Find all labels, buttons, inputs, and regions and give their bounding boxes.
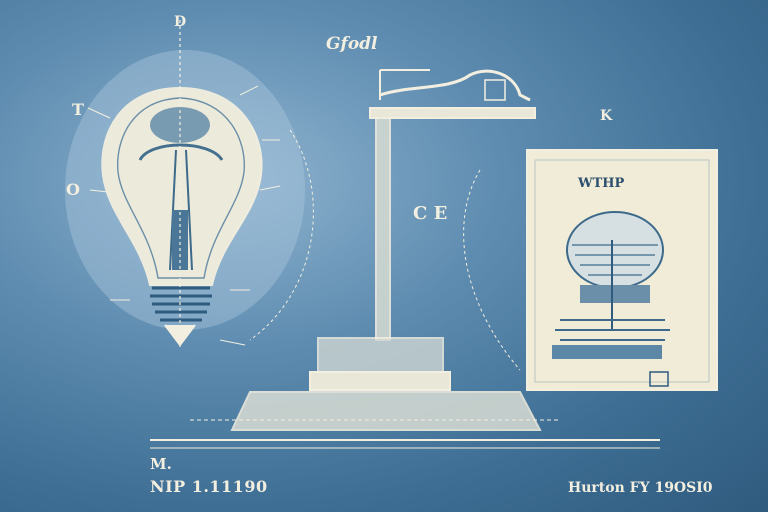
label-t: T xyxy=(72,100,84,119)
lightbulb-drawing xyxy=(101,20,263,350)
label-o: O xyxy=(66,180,80,199)
document-sheet xyxy=(526,149,718,391)
drawing-title: Gfodl xyxy=(326,34,378,54)
leader-lines xyxy=(87,85,521,371)
patent-number-right: Hurton FY 19OSI0 xyxy=(568,480,713,496)
label-ce: C E xyxy=(413,203,448,224)
lamp-stand-drawing xyxy=(150,69,660,449)
patent-number-left: NIP 1.11190 xyxy=(150,477,268,496)
label-d: D xyxy=(174,14,187,30)
label-k: K xyxy=(600,108,613,124)
label-m: M. xyxy=(150,455,172,473)
sheet-title: WTHP xyxy=(578,176,625,191)
